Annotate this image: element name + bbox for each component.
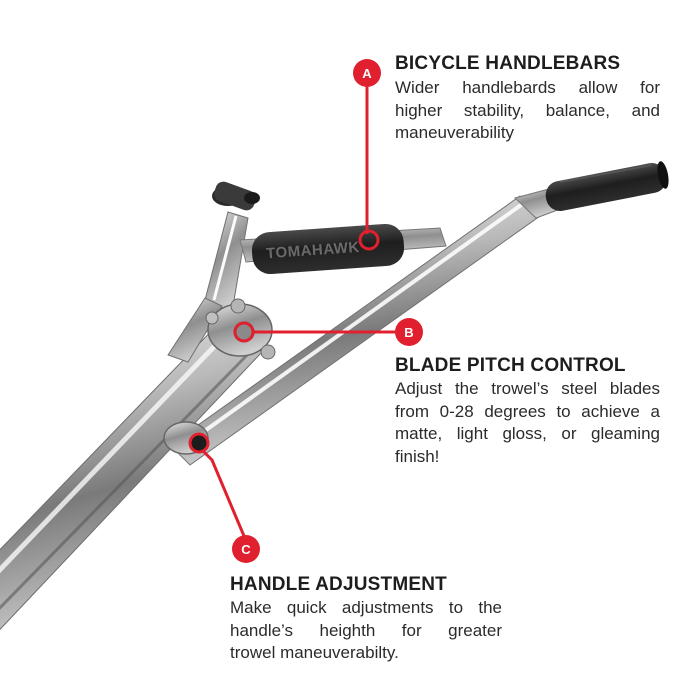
- callout-b-line: Adjust the trowel’s steel blades: [395, 379, 660, 398]
- callout-b-leader: [233, 321, 396, 343]
- callout-c-description: Make quick adjustments to the handle’s h…: [230, 597, 502, 665]
- callout-b-line: finish!: [395, 446, 440, 466]
- grip-brand-text: TOMAHAWK: [266, 239, 361, 262]
- pitch-control-knob: [205, 298, 276, 360]
- badge-a-label: A: [362, 66, 372, 81]
- badge-c: C: [232, 535, 260, 563]
- callout-a-leader: [358, 86, 380, 251]
- main-shaft: [0, 319, 263, 631]
- callout-a-description: Wider handlebards allow for higher stabi…: [395, 77, 660, 145]
- callout-c-title: HANDLE ADJUSTMENT: [230, 574, 447, 595]
- callout-c-leader: [188, 432, 246, 537]
- adjustment-collar: [163, 421, 209, 455]
- badge-b: B: [395, 318, 423, 346]
- callout-b-line: from 0-28 degrees to achieve a: [395, 401, 660, 421]
- callout-a-line: higher stability, balance, and: [395, 100, 660, 120]
- right-grip: [545, 161, 669, 211]
- badge-b-label: B: [404, 325, 413, 340]
- callout-b-title: BLADE PITCH CONTROL: [395, 355, 626, 376]
- callout-b-line: matte, light gloss, or gleaming: [395, 424, 660, 443]
- callout-c-line: handle’s heighth for greater: [230, 620, 502, 640]
- callout-b-description: Adjust the trowel’s steel blades from 0-…: [395, 378, 660, 468]
- callout-a-title: BICYCLE HANDLEBARS: [395, 53, 621, 74]
- handlebar-pad: TOMAHAWK: [239, 223, 447, 275]
- callout-c-line: Make quick adjustments to the: [230, 598, 502, 617]
- callout-c-line: trowel maneuverabilty.: [230, 643, 399, 662]
- badge-a: A: [353, 59, 381, 87]
- badge-c-label: C: [241, 542, 251, 557]
- lever-clamp: [212, 181, 260, 211]
- callout-a-line: Wider handlebards allow for: [395, 78, 660, 97]
- callout-a-line: maneuverability: [395, 123, 515, 142]
